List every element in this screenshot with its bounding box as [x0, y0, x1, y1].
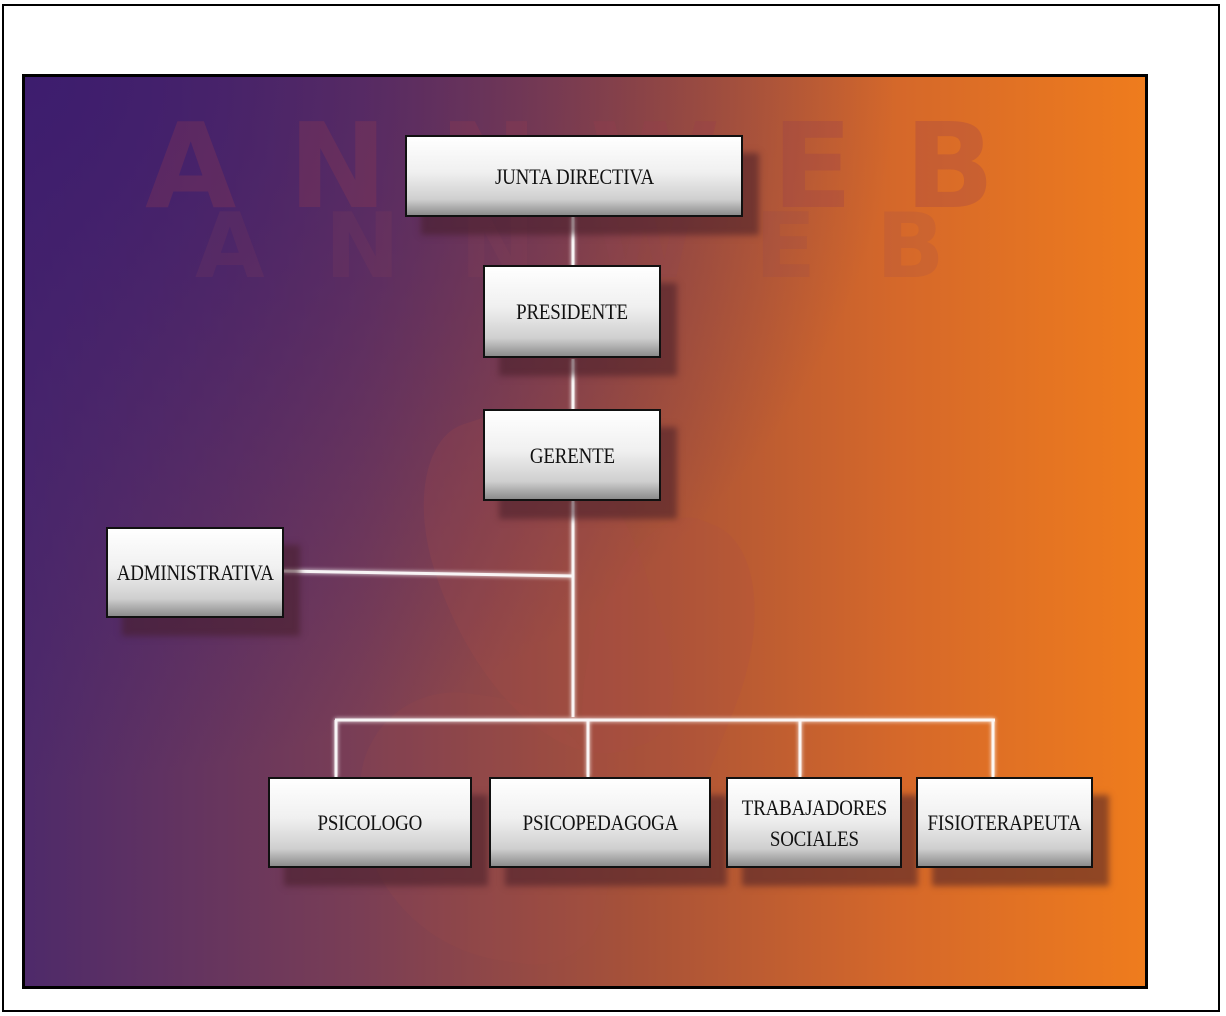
- box-gerente-label: GERENTE: [529, 442, 615, 468]
- box-administrativa: ADMINISTRATIVA: [106, 527, 284, 618]
- box-trabajadores-sociales: TRABAJADORES SOCIALES: [726, 777, 902, 868]
- box-gerente: GERENTE: [483, 409, 661, 501]
- connector-admin-branch: [281, 569, 574, 578]
- box-presidente: PRESIDENTE: [483, 265, 661, 358]
- box-administrativa-label: ADMINISTRATIVA: [116, 560, 274, 585]
- box-psicologo: PSICOLOGO: [268, 777, 472, 868]
- box-psicopedagoga-label: PSICOPEDAGOGA: [522, 810, 678, 835]
- box-fisioterapeuta-label: FISIOTERAPEUTA: [927, 810, 1082, 835]
- box-psicologo-label: PSICOLOGO: [317, 810, 423, 835]
- org-chart-slide: ANNWEB ANNWEB JUNTA DIRECTIVA PRESIDENTE: [22, 74, 1148, 989]
- box-trabajadores-sociales-label: TRABAJADORES SOCIALES: [741, 794, 887, 851]
- box-junta-directiva: JUNTA DIRECTIVA: [405, 135, 743, 217]
- connector-lines: [281, 217, 995, 777]
- box-presidente-label: PRESIDENTE: [516, 299, 628, 324]
- box-fisioterapeuta: FISIOTERAPEUTA: [916, 777, 1093, 868]
- page-frame: [2, 4, 1220, 1012]
- box-psicopedagoga: PSICOPEDAGOGA: [489, 777, 711, 868]
- box-junta-directiva-label: JUNTA DIRECTIVA: [494, 163, 654, 189]
